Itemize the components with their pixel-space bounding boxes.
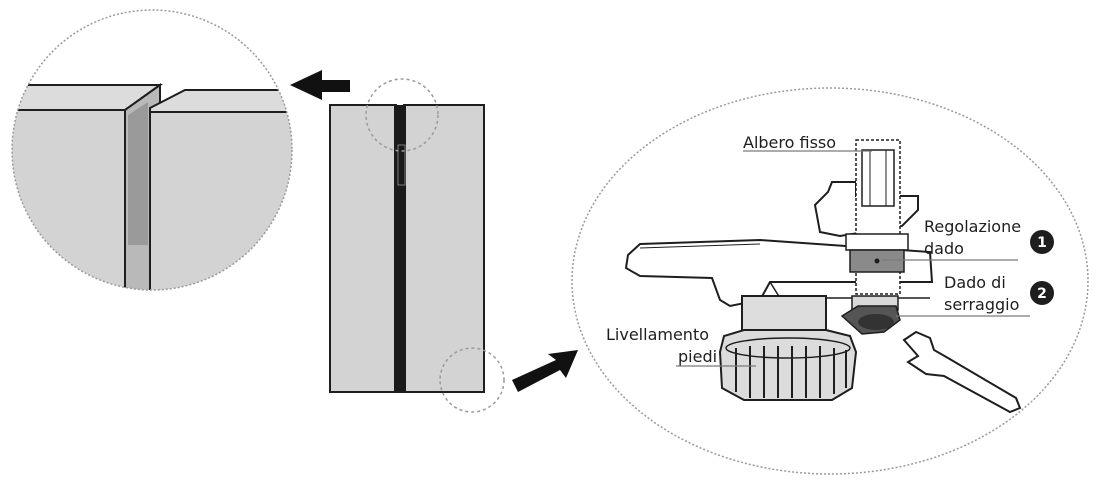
top-zoom-detail: [11, 9, 293, 291]
label-lock-nut-line1: Dado di: [944, 273, 1006, 292]
bottom-zoom-circle: [571, 87, 1089, 475]
step-badge-2-number: 2: [1037, 286, 1047, 302]
arrow-right-icon: [512, 350, 578, 392]
top-hinge-marker: [365, 78, 439, 152]
label-nut-adjust-line1: Regolazione: [924, 217, 1021, 236]
step-badge-2: 2: [1030, 281, 1054, 305]
door-handle: [397, 144, 406, 186]
label-lock-nut-line2: serraggio: [944, 295, 1019, 314]
label-leveling-line2: piedi: [678, 347, 717, 366]
right-door-top-face: [149, 89, 292, 113]
adjusting-nut: [845, 233, 909, 251]
door-gap: [394, 105, 406, 392]
label-leveling-line1: Livellamento: [606, 325, 709, 344]
left-door-edge-shade: [128, 102, 148, 245]
right-door-panel: [403, 104, 485, 393]
leveling-foot-cap: [718, 329, 858, 401]
wrench-icon: [902, 330, 1022, 414]
step-badge-1-number: 1: [1037, 235, 1047, 251]
label-fixed-shaft: Albero fisso: [743, 133, 836, 152]
step-badge-1: 1: [1030, 230, 1054, 254]
top-zoom-circle: [11, 9, 293, 291]
refrigerator-front: [329, 78, 505, 413]
label-nut-adjust-line2: dado: [924, 239, 964, 258]
bottom-foot-marker: [439, 347, 505, 413]
arrow-left-icon: [290, 70, 350, 100]
left-door-front-face: [12, 109, 126, 290]
bottom-zoom-detail: Albero fisso Regolazione dado Dado di se…: [571, 87, 1089, 475]
